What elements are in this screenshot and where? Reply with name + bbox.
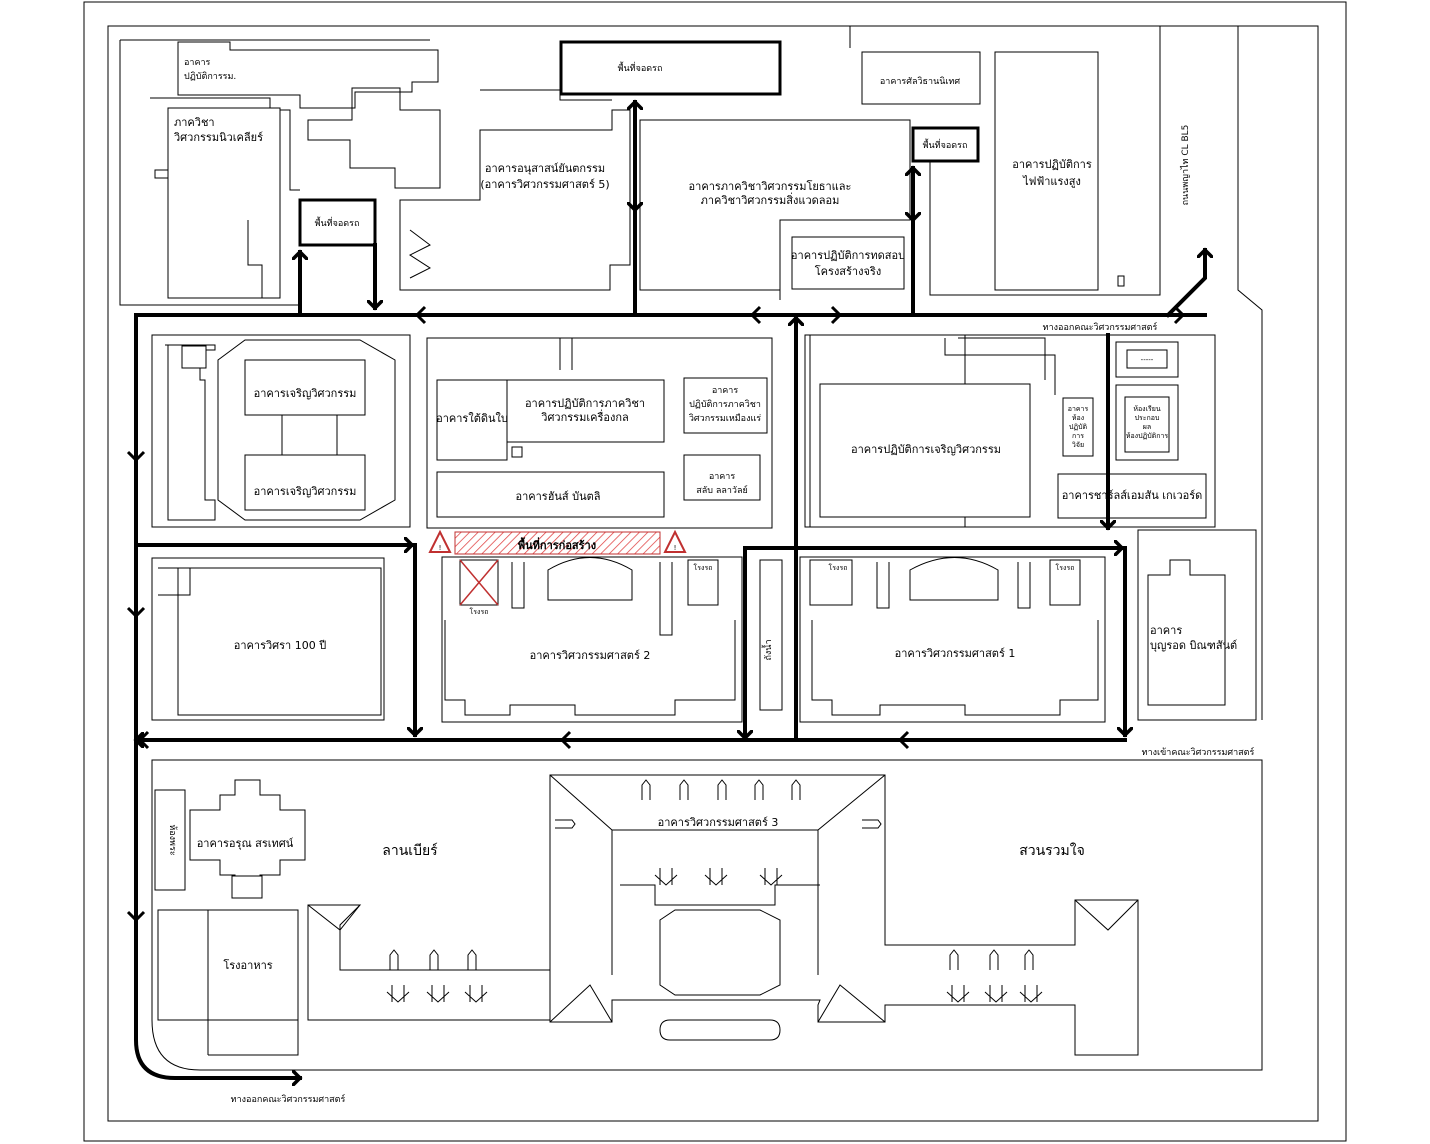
small-c-label: ----- <box>1141 356 1154 364</box>
canteen-label: โรงอาหาร <box>223 958 272 972</box>
small-a-label-2: ห้อง <box>1072 414 1084 422</box>
inner-frame <box>107 25 1319 1122</box>
prayer-room-label: ห้องพระ <box>167 824 178 855</box>
garage-label: โรงรถ <box>470 607 489 616</box>
practice-building-label-1: อาคาร <box>184 58 211 68</box>
mech-lab-label-2: วิศวกรรมเครื่องกล <box>540 409 628 424</box>
parking-labels: พื้นที่จอดรถ พื้นที่จอดรถ พื้นที่จอดรถ <box>315 61 968 229</box>
eng1-label: อาคารวิศวกรรมศาสตร์ 1 <box>895 647 1016 660</box>
parking-lot-right <box>911 126 980 163</box>
construction-warning-icon: ! <box>428 529 452 553</box>
garage-label: โรงรถ <box>829 563 848 572</box>
charoen-label-2: อาคารเจริญวิศวกรรม <box>254 485 357 498</box>
svg-text:!: ! <box>439 544 442 552</box>
anusarn-label-2: (อาคารวิศวกรรมศาสตร์ 5) <box>480 178 609 191</box>
parking-lot-top <box>559 40 782 96</box>
practice-building-label-2: ปฏิบัติการรม. <box>184 71 236 82</box>
small-a-label-5: วิจัย <box>1072 441 1084 449</box>
sala-label-1: อาคาร <box>709 472 736 482</box>
wisitra-label: อาคารวิศรา 100 ปี <box>234 639 326 652</box>
small-b-label-4: ห้องปฏิบัติการ <box>1126 432 1169 440</box>
boonrod-label-2: บุญรอด บิณฑสันต์ <box>1150 639 1237 652</box>
eng3-label: อาคารวิศวกรรมศาสตร์ 3 <box>658 816 779 829</box>
direction-chevrons <box>126 305 1186 923</box>
sala-label-2: สลับ ลลาวัลย์ <box>696 484 748 496</box>
parking-lot-left <box>298 198 377 247</box>
svg-text:!: ! <box>674 544 677 552</box>
parking-lot-top-label: พื้นที่จอดรถ <box>618 61 663 74</box>
parking-lot-left-label: พื้นที่จอดรถ <box>315 216 360 229</box>
civil-env-label-2: ภาควิชาวิศวกรรมสิ่งแวดลอม <box>701 192 840 207</box>
small-b-label-3: ผล <box>1143 423 1151 431</box>
bottom-block <box>151 759 1263 1071</box>
water-tank-label: ถังน้ำ <box>761 639 774 660</box>
eng2-label: อาคารวิศวกรรมศาสตร์ 2 <box>530 649 651 662</box>
charoen-label-1: อาคารเจริญวิศวกรรม <box>254 387 357 400</box>
route-lines <box>136 102 1205 1078</box>
lower-middle-block <box>151 529 1257 723</box>
small-a-label-4: การ <box>1072 432 1084 440</box>
nuclear-dept-label-2: วิศวกรรมนิวเคลียร์ <box>173 131 263 144</box>
structure-lab-label-1: อาคารปฏิบัติการทดสอบ <box>791 249 905 262</box>
beer-court-label: ลานเบียร์ <box>382 842 438 859</box>
civil-env-label-1: อาคารภาควิชาวิศวกรรมโยธาและ <box>689 179 852 193</box>
exit-south-label: ทางออกคณะวิศวกรรมศาสตร์ <box>231 1093 346 1105</box>
mining-lab-label-2: ปฏิบัติการภาควิชา <box>689 399 761 410</box>
arun-label: อาคารอรุณ สรเทศน์ <box>197 837 294 850</box>
cl-road-label: ถนนพญาไท CL BL5 <box>1180 125 1191 206</box>
boonrod-label-1: อาคาร <box>1150 624 1182 637</box>
plaza-arrow-icons <box>386 779 1043 1003</box>
structure-lab-label-2: โครงสร้างจริง <box>815 264 881 278</box>
charoen-practice-label: อาคารปฏิบัติการเจริญวิศวกรรม <box>851 443 1001 456</box>
small-a-label-3: ปฏิบัติ <box>1069 423 1088 431</box>
hot-lab-label: อาคารใต้ดินใบ <box>436 412 508 425</box>
construction-area <box>454 531 661 555</box>
high-voltage-label-2: ไฟฟ้าแรงสูง <box>1022 175 1081 188</box>
garden-label: สวนรวมใจ <box>1019 842 1085 859</box>
mining-lab-label-1: อาคาร <box>712 386 739 396</box>
small-b-label-2: ประกอบ <box>1135 414 1160 422</box>
garage-label: โรงรถ <box>1056 563 1075 572</box>
entrance-label: ทางเข้าคณะวิศวกรรมศาสตร์ <box>1142 746 1255 758</box>
map-frame <box>83 1 1347 1142</box>
charles-edison-label: อาคารชาร์ลส์เอมสัน เกเวอร์ด <box>1062 489 1203 502</box>
top-band <box>119 26 1263 720</box>
construction-warning-icon: ! <box>663 529 687 553</box>
small-b-label-1: ห้องเรียน <box>1133 405 1160 413</box>
mining-lab-label-3: วิศวกรรมเหมืองแร่ <box>689 413 761 424</box>
high-voltage-label-1: อาคารปฏิบัติการ <box>1012 158 1092 171</box>
mech-lab-label-1: อาคารปฏิบัติการภาควิชา <box>525 397 645 410</box>
exit-east-label: ทางออกคณะวิศวกรรมศาสตร์ <box>1043 321 1158 333</box>
parking-lot-right-label: พื้นที่จอดรถ <box>923 138 968 151</box>
garage-label: โรงรถ <box>694 563 713 572</box>
anusarn-label-1: อาคารอนุสาสน์ยันตกรรม <box>485 162 605 175</box>
construction-label: พื้นที่การก่อสร้าง <box>518 537 596 552</box>
middle-block <box>151 334 1216 529</box>
small-a-label-1: อาคาร <box>1068 405 1089 413</box>
sattha-label: อาคารศัลวิธานนิเทศ <box>880 76 961 87</box>
hans-bunti-label: อาคารฮันส์ บันตลิ <box>515 490 600 503</box>
nuclear-dept-label-1: ภาควิชา <box>174 116 215 129</box>
